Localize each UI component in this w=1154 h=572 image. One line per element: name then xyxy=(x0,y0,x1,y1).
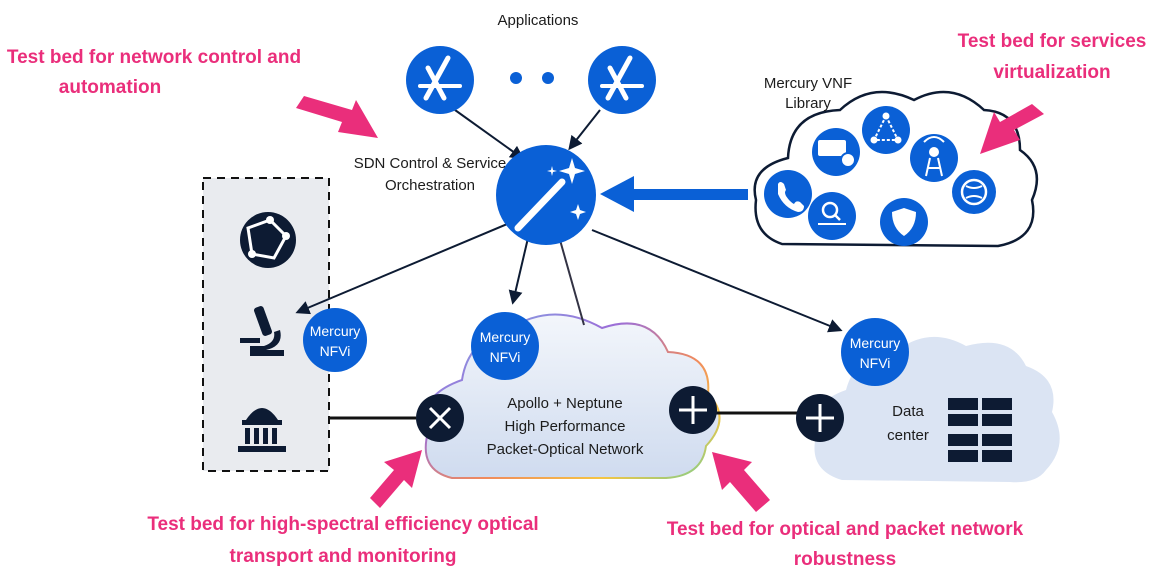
caption-virtualization-line1: Test bed for services xyxy=(958,31,1147,52)
caption-robustness-line1: Test bed for optical and packet network xyxy=(667,519,1024,540)
router-icon xyxy=(796,394,844,442)
caption-robustness-line2: robustness xyxy=(794,549,896,570)
arrow-sdn-nfvi-right xyxy=(591,229,843,333)
arrow-sdn-nfvi-left xyxy=(295,221,513,315)
nfvi-node-left xyxy=(303,308,367,372)
network-triangle-icon xyxy=(862,106,910,154)
shield-icon xyxy=(880,198,928,246)
phone-icon xyxy=(764,170,812,218)
more-apps-dot xyxy=(510,72,522,84)
nfvi-left-line1: Mercury xyxy=(310,323,361,339)
server-rack-icon xyxy=(948,398,1012,462)
pointer-arrow-virtualization xyxy=(980,104,1044,154)
arrow-app1-sdn xyxy=(454,109,525,160)
link-sdn-core xyxy=(559,239,585,326)
caption-virtualization-line2: virtualization xyxy=(993,62,1110,83)
vnf-label-line2: Library xyxy=(785,95,831,112)
nfvi-node-center xyxy=(471,312,539,380)
router-icon xyxy=(669,386,717,434)
router-icon xyxy=(416,394,464,442)
vnf-to-sdn-arrow xyxy=(600,176,748,212)
applications-label: Applications xyxy=(498,12,579,29)
nfvi-right-line1: Mercury xyxy=(850,335,901,351)
core-label-line1: Apollo + Neptune xyxy=(507,395,623,412)
nfvi-center-line1: Mercury xyxy=(480,329,531,345)
vnf-label-line1: Mercury VNF xyxy=(764,75,852,92)
nfvi-node-right xyxy=(841,318,909,386)
pointer-arrow-control xyxy=(296,96,378,138)
core-label-line3: Packet-Optical Network xyxy=(487,441,644,458)
caption-optical-line1: Test bed for high-spectral efficiency op… xyxy=(147,514,538,535)
caption-control-line1: Test bed for network control and xyxy=(7,47,301,68)
dc-label-line2: center xyxy=(887,427,929,444)
app-store-icon xyxy=(406,46,474,114)
nfvi-center-line2: NFVi xyxy=(490,349,521,365)
caption-control-line2: automation xyxy=(59,77,161,98)
globe-icon xyxy=(952,170,996,214)
arrow-app2-sdn xyxy=(568,109,601,151)
nfvi-left-line2: NFVi xyxy=(320,343,351,359)
sdn-label-line2: Orchestration xyxy=(385,177,475,194)
caption-optical-line2: transport and monitoring xyxy=(230,546,457,567)
pointer-arrow-robustness xyxy=(712,452,770,512)
search-icon xyxy=(808,192,856,240)
magic-wand-icon xyxy=(496,145,596,245)
globe-network-icon xyxy=(240,212,296,268)
core-label-line2: High Performance xyxy=(505,418,626,435)
app-store-icon xyxy=(588,46,656,114)
server-check-icon xyxy=(812,128,860,176)
nfvi-right-line2: NFVi xyxy=(860,355,891,371)
more-apps-dot xyxy=(542,72,554,84)
government-building-icon xyxy=(238,408,286,452)
arrow-sdn-nfvi-center xyxy=(508,237,529,305)
sdn-label-line1: SDN Control & Service xyxy=(354,155,507,172)
antenna-icon xyxy=(910,134,958,182)
microscope-icon xyxy=(240,306,284,356)
dc-label-line1: Data xyxy=(892,403,924,420)
pointer-arrow-optical xyxy=(370,450,422,508)
